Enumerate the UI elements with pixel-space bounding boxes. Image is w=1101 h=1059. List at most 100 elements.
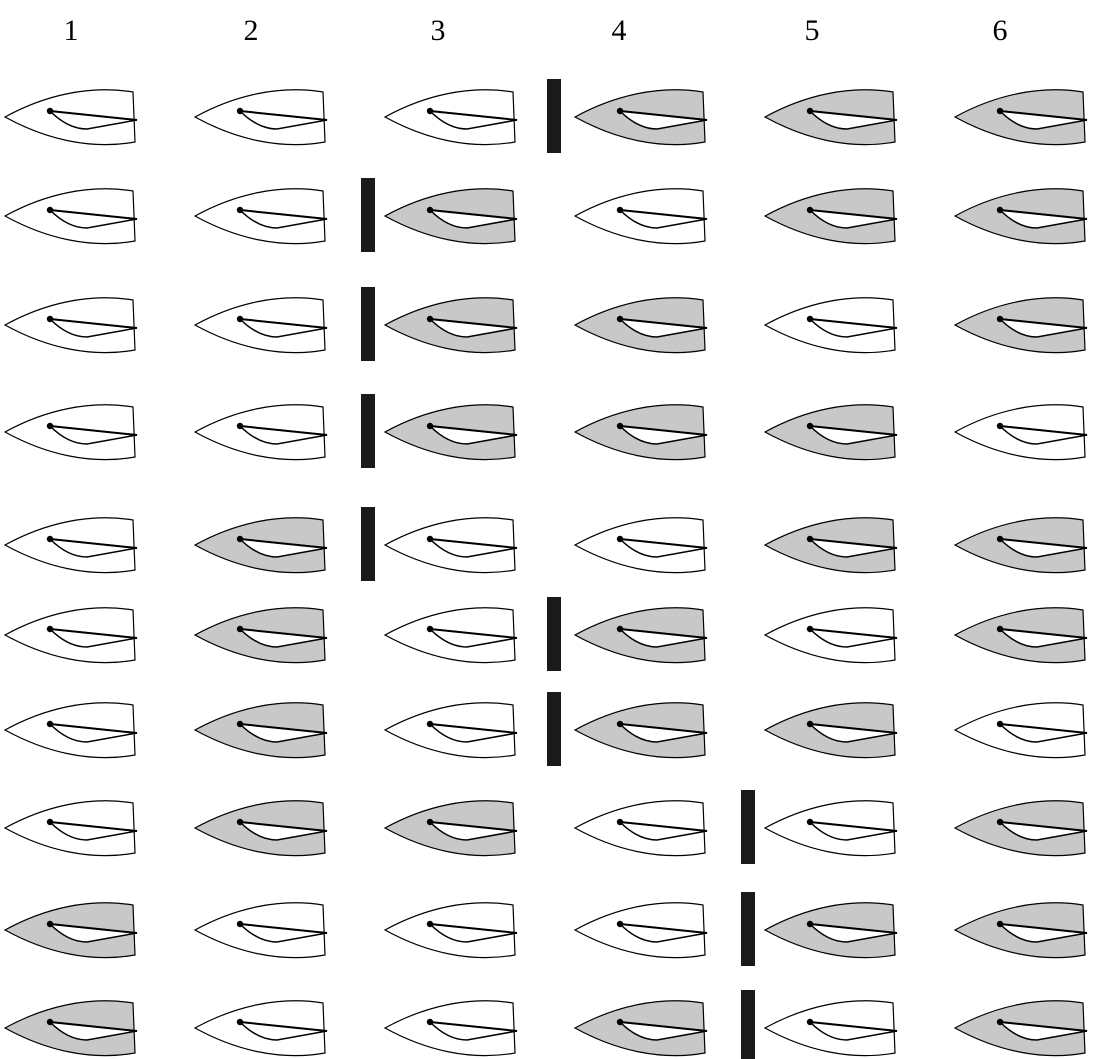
boat-boom bbox=[429, 110, 518, 121]
boat-mast-dot bbox=[426, 1018, 434, 1026]
boat-sail bbox=[237, 538, 328, 558]
boat-mast-dot bbox=[616, 625, 624, 633]
boat-mast-dot bbox=[236, 206, 244, 214]
boat-shaded bbox=[763, 89, 898, 146]
boat-shaded bbox=[383, 800, 518, 857]
boat-sail bbox=[237, 209, 328, 229]
boat-shaded bbox=[953, 297, 1088, 354]
boat-boom bbox=[809, 318, 898, 329]
boat-unshaded bbox=[193, 404, 328, 461]
column-number: 5 bbox=[805, 14, 820, 47]
boat-boom bbox=[429, 318, 518, 329]
boat-sail bbox=[427, 628, 518, 648]
divider-bar bbox=[741, 990, 755, 1059]
divider-bar bbox=[547, 692, 561, 766]
divider-bar bbox=[547, 597, 561, 671]
boat-shaded bbox=[193, 800, 328, 857]
boat-unshaded bbox=[573, 800, 708, 857]
boat-mast-dot bbox=[236, 315, 244, 323]
boat-boom bbox=[49, 723, 138, 734]
boat-boom bbox=[49, 209, 138, 220]
boat-shaded bbox=[383, 297, 518, 354]
boat-unshaded bbox=[193, 1000, 328, 1057]
boat-unshaded bbox=[763, 800, 898, 857]
boat-mast-dot bbox=[46, 315, 54, 323]
boat-sail bbox=[237, 628, 328, 648]
column-number: 3 bbox=[431, 14, 446, 47]
boat-shaded bbox=[953, 517, 1088, 574]
boat-unshaded bbox=[763, 297, 898, 354]
boat-mast-dot bbox=[996, 422, 1004, 430]
boat-boom bbox=[429, 923, 518, 934]
boat-sail bbox=[617, 425, 708, 445]
boat-mast-dot bbox=[46, 206, 54, 214]
boat-sail bbox=[237, 1021, 328, 1041]
boat-boom bbox=[49, 538, 138, 549]
boat-sail bbox=[807, 318, 898, 338]
boat-unshaded bbox=[383, 702, 518, 759]
boat-mast-dot bbox=[616, 107, 624, 115]
boat-mast-dot bbox=[616, 535, 624, 543]
boat-boom bbox=[999, 923, 1088, 934]
boat-shaded bbox=[193, 702, 328, 759]
boat-boom bbox=[809, 110, 898, 121]
boat-mast-dot bbox=[616, 206, 624, 214]
boat-shaded bbox=[763, 517, 898, 574]
boat-unshaded bbox=[3, 800, 138, 857]
boat-shaded bbox=[573, 607, 708, 664]
boat-sail bbox=[997, 821, 1088, 841]
boat-sail bbox=[47, 1021, 138, 1041]
boat-mast-dot bbox=[426, 422, 434, 430]
boat-sail bbox=[617, 923, 708, 943]
boat-boom bbox=[809, 1021, 898, 1032]
boat-boom bbox=[809, 723, 898, 734]
boat-shaded bbox=[763, 902, 898, 959]
boat-unshaded bbox=[3, 404, 138, 461]
boat-boom bbox=[619, 628, 708, 639]
boat-unshaded bbox=[573, 188, 708, 245]
boat-sail bbox=[427, 1021, 518, 1041]
boat-sail bbox=[617, 723, 708, 743]
boat-sail bbox=[807, 923, 898, 943]
boat-sail bbox=[807, 538, 898, 558]
boat-sail bbox=[427, 209, 518, 229]
column-number: 6 bbox=[993, 14, 1008, 47]
boat-mast-dot bbox=[426, 625, 434, 633]
boat-sail bbox=[237, 318, 328, 338]
boat-mast-dot bbox=[806, 720, 814, 728]
boat-boom bbox=[619, 538, 708, 549]
boat-mast-dot bbox=[236, 625, 244, 633]
boat-mast-dot bbox=[46, 535, 54, 543]
boat-boom bbox=[239, 318, 328, 329]
boat-sail bbox=[617, 318, 708, 338]
boat-shaded bbox=[573, 1000, 708, 1057]
boat-shaded bbox=[953, 800, 1088, 857]
boat-sail bbox=[997, 923, 1088, 943]
boat-mast-dot bbox=[46, 1018, 54, 1026]
boat-sail bbox=[997, 318, 1088, 338]
column-number: 2 bbox=[244, 14, 259, 47]
boat-shaded bbox=[573, 404, 708, 461]
boat-boom bbox=[619, 923, 708, 934]
boat-unshaded bbox=[193, 188, 328, 245]
boat-mast-dot bbox=[806, 625, 814, 633]
boat-unshaded bbox=[953, 404, 1088, 461]
boat-sail bbox=[807, 628, 898, 648]
boat-mast-dot bbox=[616, 720, 624, 728]
boat-shaded bbox=[383, 188, 518, 245]
boat-boom bbox=[429, 538, 518, 549]
boat-shaded bbox=[193, 517, 328, 574]
boat-boom bbox=[239, 209, 328, 220]
boat-unshaded bbox=[3, 89, 138, 146]
boat-mast-dot bbox=[426, 315, 434, 323]
boat-boom bbox=[429, 1021, 518, 1032]
boat-mast-dot bbox=[806, 1018, 814, 1026]
boat-shaded bbox=[953, 1000, 1088, 1057]
boat-sail bbox=[47, 923, 138, 943]
boat-boom bbox=[809, 425, 898, 436]
boat-mast-dot bbox=[996, 1018, 1004, 1026]
boat-boom bbox=[619, 110, 708, 121]
boat-boom bbox=[999, 538, 1088, 549]
boat-boom bbox=[239, 723, 328, 734]
divider-bar bbox=[741, 790, 755, 864]
